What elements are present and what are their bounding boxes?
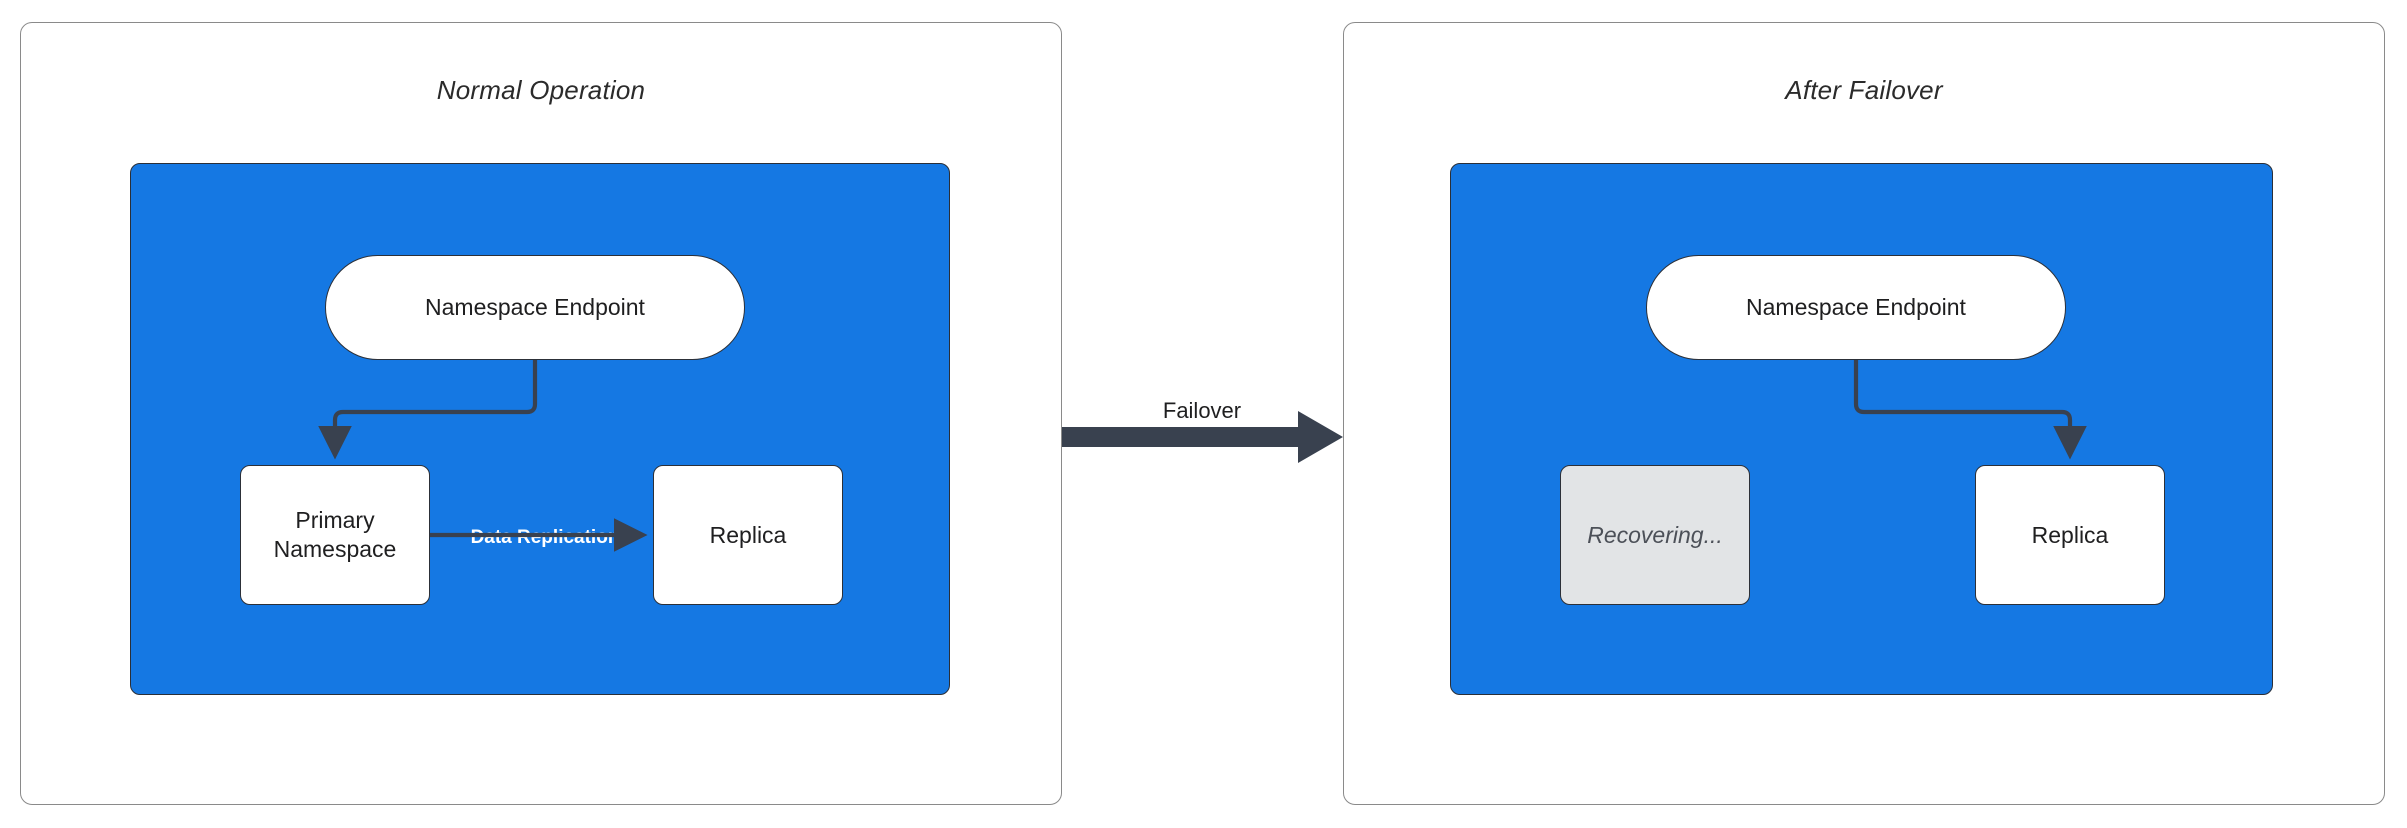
edge-label-failover-text: Failover bbox=[1162, 398, 1242, 423]
node-right-namespace-endpoint[interactable]: Namespace Endpoint bbox=[1646, 255, 2066, 360]
panel-normal-operation-title: Normal Operation bbox=[436, 75, 646, 105]
node-right-replica-label: Replica bbox=[2031, 521, 2109, 548]
edge-label-data-replication: Data Replication bbox=[420, 527, 670, 549]
edge-label-failover: Failover bbox=[1102, 398, 1302, 424]
node-right-recovering-label: Recovering... bbox=[1587, 521, 1723, 548]
node-right-namespace-endpoint-label: Namespace Endpoint bbox=[1746, 294, 1966, 321]
node-left-namespace-endpoint-label: Namespace Endpoint bbox=[425, 294, 645, 321]
panel-after-failover-title: After Failover bbox=[1785, 75, 1943, 105]
node-left-namespace-endpoint[interactable]: Namespace Endpoint bbox=[325, 255, 745, 360]
node-left-replica-label: Replica bbox=[709, 521, 787, 548]
node-right-recovering[interactable]: Recovering... bbox=[1560, 465, 1750, 605]
node-left-primary-namespace[interactable]: Primary Namespace bbox=[240, 465, 430, 605]
node-left-primary-namespace-label: Primary Namespace bbox=[274, 506, 397, 564]
node-right-replica[interactable]: Replica bbox=[1975, 465, 2165, 605]
node-left-primary-namespace-line1: Primary bbox=[295, 507, 375, 534]
cluster-right-region bbox=[1450, 163, 2273, 695]
node-left-replica[interactable]: Replica bbox=[653, 465, 843, 605]
cluster-left-region bbox=[130, 163, 950, 695]
edge-label-data-replication-text: Data Replication bbox=[470, 527, 620, 548]
node-left-primary-namespace-line2: Namespace bbox=[273, 536, 397, 562]
